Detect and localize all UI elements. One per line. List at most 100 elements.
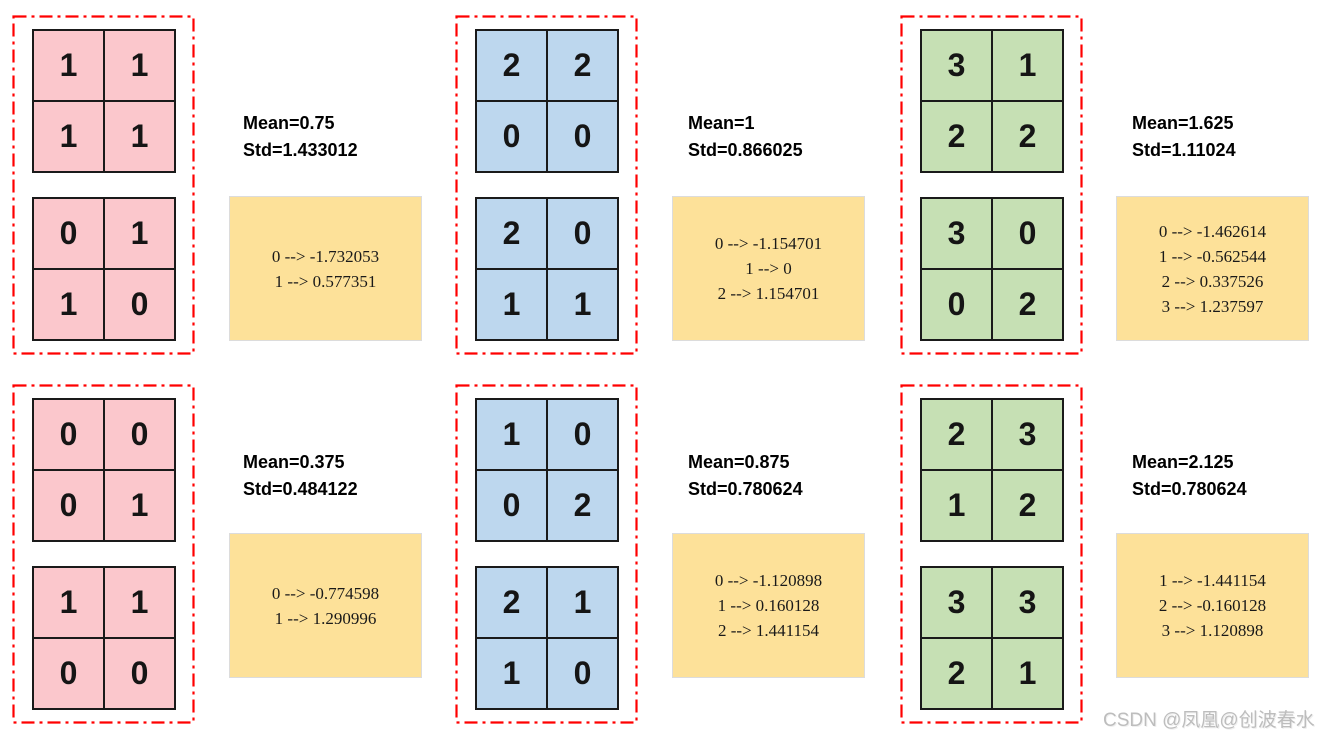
matrix-cell: 2 [922,400,991,469]
mapping-line: 0 --> -1.154701 [714,234,823,253]
std-label: Std=0.780624 [688,479,803,499]
matrix-cell: 0 [548,199,617,268]
matrix-cell: 1 [34,102,103,171]
mapping-line: 1 --> 0.160128 [717,596,820,615]
std-label: Std=0.484122 [243,479,358,499]
mapping-line: 1 --> -1.441154 [1159,571,1266,590]
matrix-cell: 1 [34,31,103,100]
matrix-cell: 1 [105,471,174,540]
mapping-line: 1 --> 1.290996 [274,608,377,628]
mapping-line: 0 --> -1.732053 [271,246,380,266]
mapping-line: 0 --> -1.462614 [1158,221,1267,241]
matrix-cell: 3 [922,31,991,100]
mapping-box: 1 --> -1.441154 2 --> -0.160128 3 --> 1.… [1116,533,1309,678]
mean-label: Mean=0.75 [243,113,335,133]
sample-pair-box-bottom-left: 0 0 0 1 1 1 0 0 [12,384,195,724]
matrix-cell: 1 [477,400,546,469]
matrix-cell: 1 [548,568,617,637]
matrix-grid: 2 2 0 0 [475,29,619,173]
matrix-grid: 2 0 1 1 [475,197,619,341]
matrix-cell: 2 [548,31,617,100]
mapping-line: 0 --> -1.120898 [714,571,823,590]
mapping-box: 0 --> -0.774598 1 --> 1.290996 [229,533,422,678]
matrix-grid: 1 1 0 0 [32,566,176,710]
matrix-cell: 2 [477,199,546,268]
mapping-line: 2 --> -0.160128 [1158,596,1267,615]
matrix-grid: 2 3 1 2 [920,398,1064,542]
matrix-cell: 0 [34,400,103,469]
matrix-cell: 2 [922,102,991,171]
std-label: Std=0.866025 [688,140,803,160]
matrix-grid: 0 1 1 0 [32,197,176,341]
matrix-cell: 0 [477,471,546,540]
matrix-cell: 0 [922,270,991,339]
stats-text: Mean=1.625 Std=1.11024 [1132,110,1236,164]
mapping-line: 0 --> -0.774598 [271,583,380,603]
mean-label: Mean=0.875 [688,452,790,472]
matrix-grid: 3 1 2 2 [920,29,1064,173]
matrix-cell: 3 [922,199,991,268]
matrix-grid: 1 0 0 2 [475,398,619,542]
mean-label: Mean=1 [688,113,755,133]
matrix-cell: 0 [34,471,103,540]
mapping-line: 2 --> 0.337526 [1161,271,1264,291]
matrix-cell: 1 [993,639,1062,708]
matrix-cell: 0 [34,199,103,268]
matrix-cell: 1 [548,270,617,339]
sample-pair-box-bottom-middle: 1 0 0 2 2 1 1 0 [455,384,638,724]
std-label: Std=1.433012 [243,140,358,160]
matrix-grid: 2 1 1 0 [475,566,619,710]
matrix-cell: 1 [922,471,991,540]
csdn-watermark: CSDN @凤凰@创波春水 [1103,710,1315,731]
matrix-cell: 1 [34,568,103,637]
matrix-cell: 0 [548,639,617,708]
matrix-cell: 2 [548,471,617,540]
stats-text: Mean=0.75 Std=1.433012 [243,110,358,164]
mean-label: Mean=2.125 [1132,452,1234,472]
std-label: Std=1.11024 [1132,140,1236,160]
matrix-cell: 0 [477,102,546,171]
mapping-box: 0 --> -1.120898 1 --> 0.160128 2 --> 1.4… [672,533,865,678]
matrix-cell: 1 [34,270,103,339]
matrix-cell: 1 [477,270,546,339]
mapping-line: 2 --> 1.441154 [717,621,820,640]
stats-text: Mean=0.375 Std=0.484122 [243,449,358,503]
matrix-cell: 1 [105,31,174,100]
mapping-line: 1 --> 0.577351 [274,271,377,291]
matrix-cell: 3 [993,568,1062,637]
matrix-cell: 0 [548,400,617,469]
mapping-line: 2 --> 1.154701 [717,284,820,303]
mapping-box: 0 --> -1.154701 1 --> 0 2 --> 1.154701 [672,196,865,341]
matrix-cell: 2 [477,568,546,637]
matrix-cell: 1 [105,568,174,637]
mapping-line: 1 --> 0 [745,259,792,278]
matrix-cell: 0 [548,102,617,171]
matrix-cell: 3 [922,568,991,637]
matrix-cell: 0 [105,270,174,339]
matrix-cell: 0 [34,639,103,708]
stats-text: Mean=2.125 Std=0.780624 [1132,449,1247,503]
matrix-cell: 1 [477,639,546,708]
sample-pair-box-top-middle: 2 2 0 0 2 0 1 1 [455,15,638,355]
matrix-cell: 1 [105,102,174,171]
matrix-cell: 2 [993,270,1062,339]
matrix-cell: 2 [922,639,991,708]
matrix-cell: 0 [105,639,174,708]
stats-text: Mean=1 Std=0.866025 [688,110,803,164]
matrix-grid: 1 1 1 1 [32,29,176,173]
mean-label: Mean=0.375 [243,452,345,472]
mapping-box: 0 --> -1.732053 1 --> 0.577351 [229,196,422,341]
stats-text: Mean=0.875 Std=0.780624 [688,449,803,503]
mapping-box: 0 --> -1.462614 1 --> -0.562544 2 --> 0.… [1116,196,1309,341]
mean-label: Mean=1.625 [1132,113,1234,133]
matrix-cell: 1 [993,31,1062,100]
mapping-line: 3 --> 1.237597 [1161,296,1264,316]
sample-pair-box-top-right: 3 1 2 2 3 0 0 2 [900,15,1083,355]
std-label: Std=0.780624 [1132,479,1247,499]
matrix-cell: 2 [993,102,1062,171]
matrix-cell: 2 [993,471,1062,540]
sample-pair-box-bottom-right: 2 3 1 2 3 3 2 1 [900,384,1083,724]
matrix-cell: 1 [105,199,174,268]
matrix-grid: 0 0 0 1 [32,398,176,542]
